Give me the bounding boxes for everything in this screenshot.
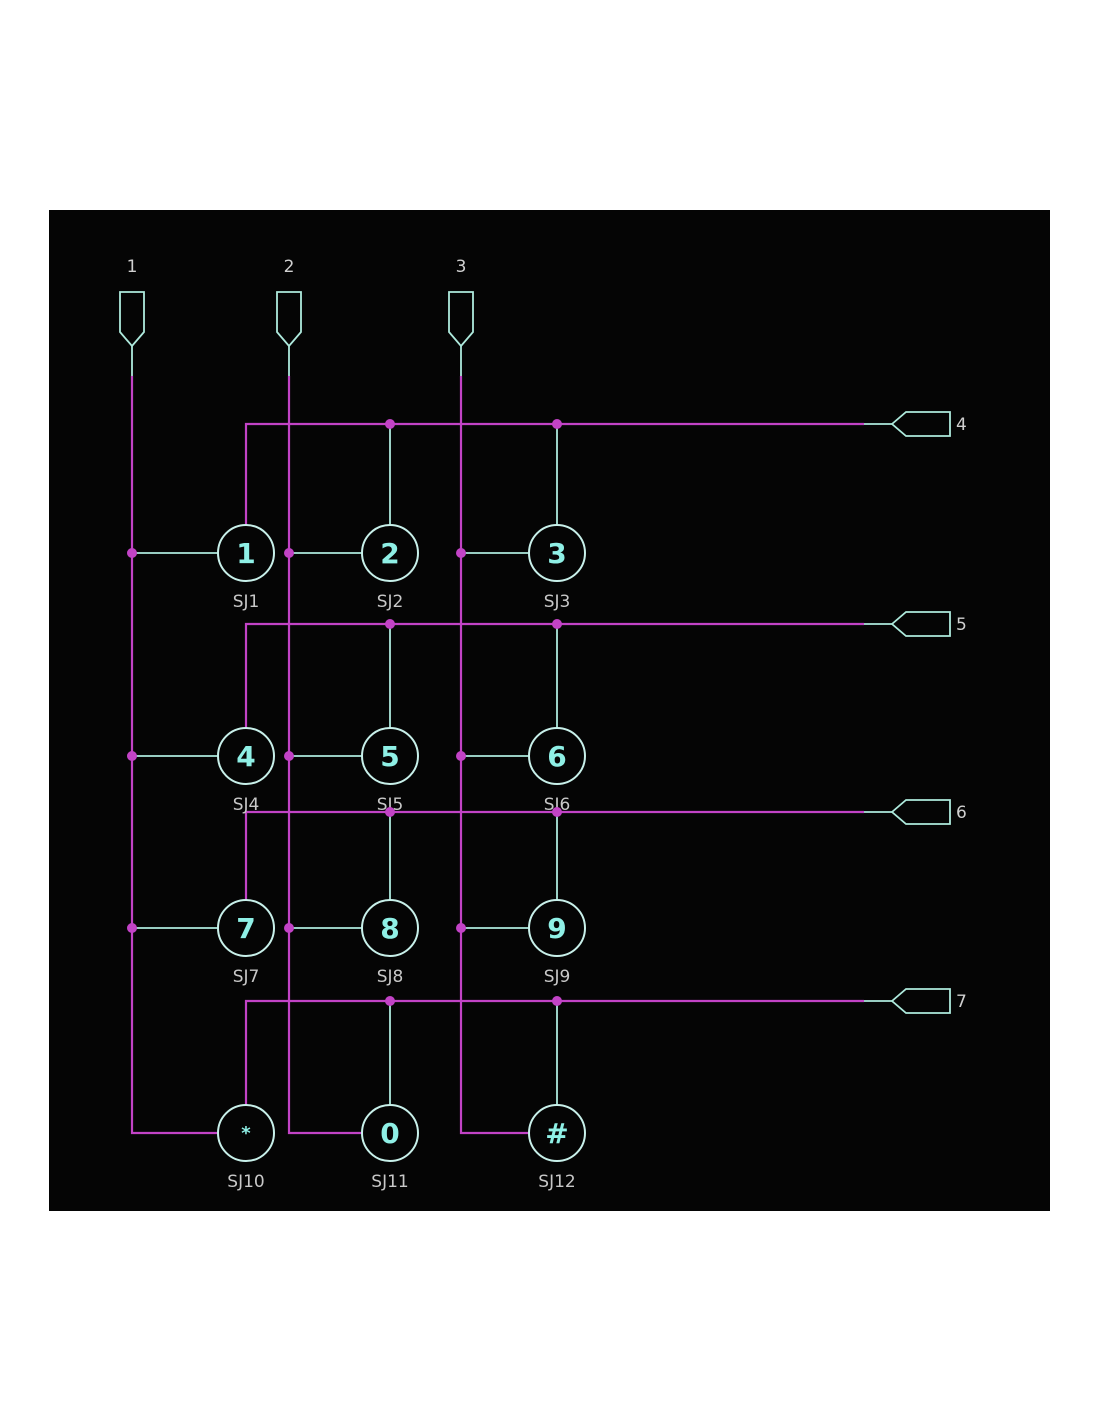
switch-ref-label: SJ4 — [233, 795, 260, 815]
row-junction — [385, 419, 395, 429]
switch-ref-label: SJ9 — [544, 967, 571, 987]
switch-symbol — [528, 899, 586, 957]
row-junction — [552, 419, 562, 429]
switch-ref-label: SJ5 — [377, 795, 404, 815]
column-junction — [284, 923, 294, 933]
switch-key-label: * — [241, 1123, 251, 1144]
switch-symbol — [217, 727, 275, 785]
switch-ref-label: SJ8 — [377, 967, 404, 987]
switch-key-label: 3 — [547, 537, 566, 570]
switch-key-label: # — [545, 1117, 568, 1150]
column-junction — [127, 923, 137, 933]
switch-symbol — [361, 1104, 419, 1162]
row-bus-5 — [244, 622, 864, 728]
column-junction — [127, 751, 137, 761]
switch-symbol — [361, 524, 419, 582]
column-port-3 — [448, 291, 474, 348]
column-junction — [284, 548, 294, 558]
switch-ref-label: SJ1 — [233, 592, 260, 612]
column-port-2 — [276, 291, 302, 348]
row-port-number: 7 — [956, 992, 967, 1012]
switch-symbol — [528, 524, 586, 582]
row-port-7 — [890, 988, 951, 1014]
row-port-5 — [890, 611, 951, 637]
row-junction — [385, 807, 395, 817]
column-port-number: 3 — [456, 257, 467, 277]
switch-symbol — [217, 524, 275, 582]
switch-ref-label: SJ3 — [544, 592, 571, 612]
wires-layer — [130, 376, 864, 1135]
column-port-1 — [119, 291, 145, 348]
column-junction — [456, 751, 466, 761]
switch-symbol — [217, 899, 275, 957]
row-junction — [552, 619, 562, 629]
column-port-number: 1 — [127, 257, 138, 277]
switch-key-label: 6 — [547, 740, 566, 773]
switch-key-label: 5 — [380, 740, 399, 773]
switch-symbol — [528, 1104, 586, 1162]
switch-ref-label: SJ2 — [377, 592, 404, 612]
row-port-6 — [890, 799, 951, 825]
row-port-number: 4 — [956, 415, 967, 435]
switch-sj10: * SJ10 — [217, 1104, 275, 1192]
row-port-4 — [890, 411, 951, 437]
switch-key-label: 8 — [380, 912, 399, 945]
switch-key-label: 2 — [380, 537, 399, 570]
row-junction — [385, 619, 395, 629]
switch-key-label: 7 — [236, 912, 255, 945]
row-bus-7 — [244, 999, 864, 1105]
switch-key-label: 9 — [547, 912, 566, 945]
switch-key-label: 4 — [236, 740, 255, 773]
switch-ref-label: SJ6 — [544, 795, 571, 815]
column-junction — [456, 548, 466, 558]
column-junction — [127, 548, 137, 558]
row-bus-6 — [244, 810, 864, 900]
row-junction — [552, 807, 562, 817]
switch-symbol — [528, 727, 586, 785]
column-junction — [284, 751, 294, 761]
switch-symbol — [217, 1104, 275, 1162]
column-bus-3 — [459, 376, 529, 1135]
column-bus-1 — [130, 376, 218, 1135]
switches-layer: 1SJ12SJ23SJ34SJ45SJ56SJ67SJ78SJ89SJ9*SJ1… — [217, 524, 586, 1192]
row-junction — [385, 996, 395, 1006]
switch-key-label: 1 — [236, 537, 255, 570]
junctions-layer — [127, 419, 562, 1006]
switch-ref-label: SJ7 — [233, 967, 260, 987]
column-port-number: 2 — [284, 257, 295, 277]
column-junction — [456, 923, 466, 933]
row-junction — [552, 996, 562, 1006]
row-port-number: 5 — [956, 615, 967, 635]
switch-key-label: 0 — [380, 1117, 399, 1150]
row-port-number: 6 — [956, 803, 967, 823]
switch-symbol — [361, 899, 419, 957]
switch-ref-label: SJ10 — [227, 1172, 264, 1192]
switch-ref-label: SJ11 — [371, 1172, 408, 1192]
switch-symbol — [361, 727, 419, 785]
ports-layer: 1 2 3 4 5 6 7 — [119, 257, 967, 1014]
switch-ref-label: SJ12 — [538, 1172, 575, 1192]
switch-sj12: # SJ12 — [528, 1104, 586, 1192]
row-bus-4 — [244, 422, 864, 525]
column-bus-2 — [287, 376, 362, 1135]
